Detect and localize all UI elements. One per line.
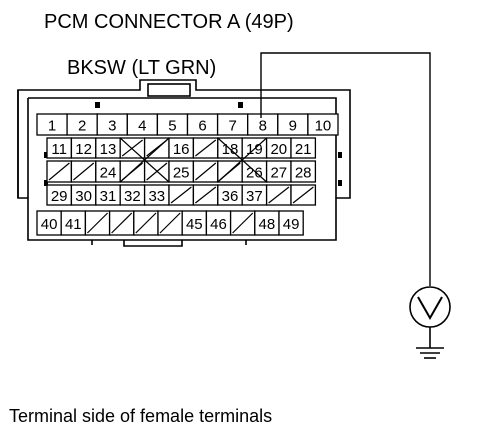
terminal-label: 7 xyxy=(228,118,236,135)
unused-cell-slash xyxy=(73,162,95,181)
unused-cell-cross xyxy=(119,137,170,183)
terminal-label: 31 xyxy=(100,188,117,205)
terminal-label: 27 xyxy=(270,165,287,182)
unused-cell-slash xyxy=(159,212,181,234)
terminal-label: 9 xyxy=(289,118,297,135)
unused-cell-slash xyxy=(195,139,217,157)
terminal-cell xyxy=(290,137,317,159)
connector-housing xyxy=(17,79,351,247)
terminal-label: 19 xyxy=(246,141,263,158)
terminal-label: 3 xyxy=(108,118,116,135)
unused-cell-slash xyxy=(292,186,314,204)
terminal-label: 30 xyxy=(75,188,92,205)
terminal-label: 10 xyxy=(315,118,332,135)
terminal-label: 21 xyxy=(295,141,312,158)
terminal-label: 2 xyxy=(78,118,86,135)
diagram-title: PCM CONNECTOR A (49P) xyxy=(44,11,294,33)
unused-cell-slash xyxy=(121,139,143,157)
terminal-label: 48 xyxy=(259,216,276,233)
terminal-label: 6 xyxy=(198,118,206,135)
unused-cell-slash xyxy=(232,212,254,234)
unused-cell-slash xyxy=(135,212,157,234)
ground-icon xyxy=(416,327,444,359)
unused-cell-slash xyxy=(268,186,290,204)
terminal-label: 13 xyxy=(100,141,117,158)
probe-wire xyxy=(260,52,431,286)
unused-cell-slash xyxy=(195,186,217,204)
unused-cell-cross xyxy=(217,137,268,183)
unused-cell-slash xyxy=(170,186,192,204)
terminal-label: 28 xyxy=(295,165,312,182)
terminal-cell xyxy=(290,160,317,183)
footer-caption: Terminal side of female terminals xyxy=(9,406,272,426)
terminal-label: 20 xyxy=(270,141,287,158)
voltmeter-icon xyxy=(409,286,451,328)
terminal-cell xyxy=(36,210,62,236)
terminal-cell xyxy=(278,210,304,236)
terminal-label: 8 xyxy=(259,118,267,135)
terminal-label: 49 xyxy=(283,216,300,233)
terminal-label: 36 xyxy=(222,188,239,205)
terminal-label: 5 xyxy=(168,118,176,135)
connector-tabs xyxy=(44,102,342,186)
terminal-label: 4 xyxy=(138,118,146,135)
terminal-label: 26 xyxy=(246,165,263,182)
terminal-label: 1 xyxy=(48,118,56,135)
terminal-label: 40 xyxy=(41,216,58,233)
terminal-label: 24 xyxy=(100,165,117,182)
terminal-label: 41 xyxy=(65,216,82,233)
unused-cell-slash xyxy=(111,212,133,234)
terminal-cell xyxy=(181,210,208,236)
terminal-label: 18 xyxy=(222,141,239,158)
terminal-label: 33 xyxy=(148,188,165,205)
terminal-label: 16 xyxy=(173,141,190,158)
terminal-label: 25 xyxy=(173,165,190,182)
terminal-label: 11 xyxy=(51,141,67,158)
terminal-label: 37 xyxy=(246,188,263,205)
terminal-label: 12 xyxy=(75,141,92,158)
unused-cell-slash xyxy=(48,162,70,181)
terminal-label: 46 xyxy=(210,216,227,233)
terminal-label: 32 xyxy=(124,188,141,205)
wire-label: BKSW (LT GRN) xyxy=(67,57,216,79)
terminal-label: 29 xyxy=(51,188,68,205)
terminal-cell xyxy=(307,113,339,136)
terminal-label: 45 xyxy=(186,216,203,233)
empty-cell-marks xyxy=(48,137,314,234)
unused-cell-slash xyxy=(86,212,109,234)
unused-cell-slash xyxy=(195,162,217,181)
